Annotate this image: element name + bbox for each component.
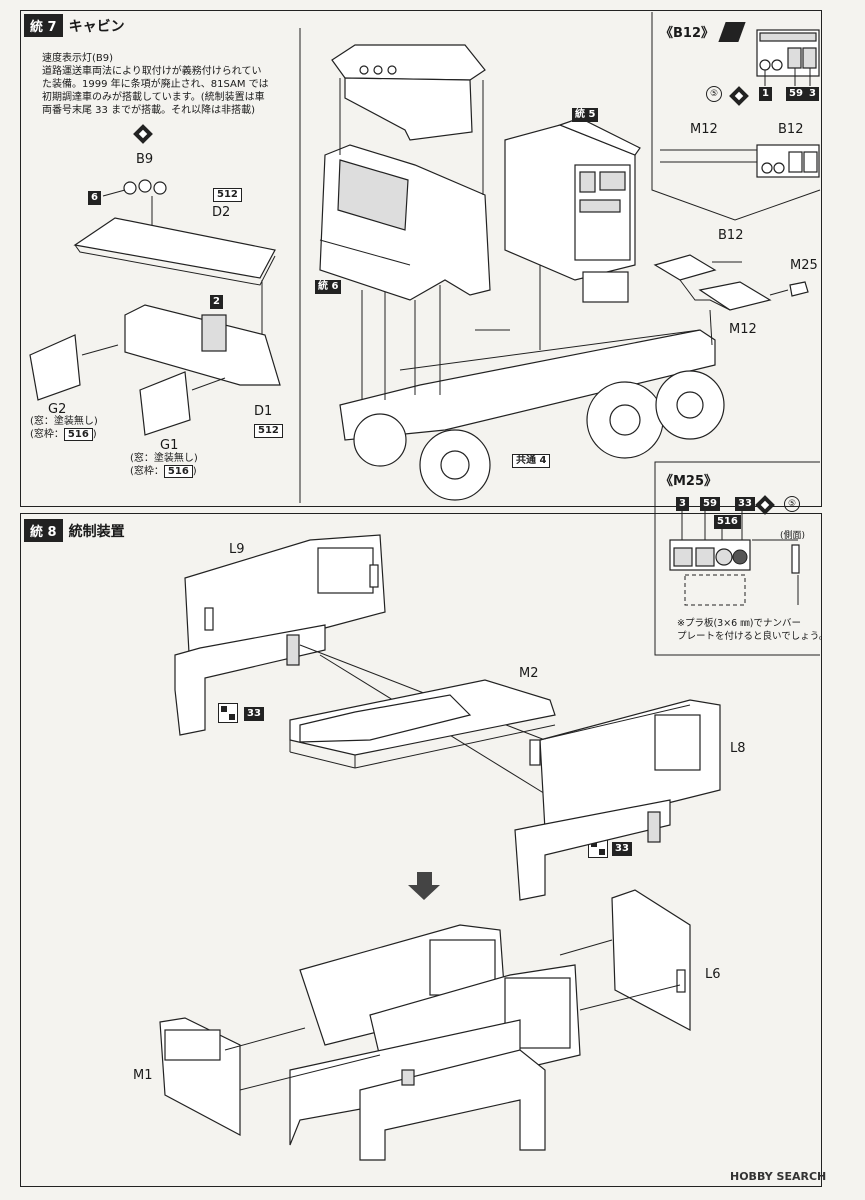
watermark-text: HOBBY SEARCH [730, 1170, 827, 1183]
watermark-logo: HOBBY SEARCH [730, 1170, 826, 1183]
part-m12-label: M12 [729, 322, 757, 337]
part-g2-label: G2 [48, 402, 67, 417]
m25-tag-33: 33 [735, 497, 755, 511]
part-b9-label: B9 [136, 152, 154, 167]
b12-b12-label: B12 [778, 122, 804, 137]
ref-step5: 統 5 [572, 108, 599, 122]
b12-circle-5: ⑤ [706, 86, 722, 102]
m25-note: ※プラ板(3×6 ㎜)でナンバー プレートを付けると良いでしょう。 [677, 617, 828, 643]
g1-frame-num: 516 [163, 465, 193, 478]
step7-header: 統 7 キャビン [24, 14, 125, 37]
m25-note-line-1: ※プラ板(3×6 ㎜)でナンバー [677, 618, 801, 629]
part-l8-label: L8 [730, 741, 746, 756]
b12-tag-1: 1 [759, 87, 772, 101]
m25-tag-3: 3 [676, 497, 689, 511]
g2-frame-num: 516 [63, 428, 93, 441]
g2-frame-close: ) [92, 429, 97, 440]
paint-icon [218, 703, 238, 723]
b12-tag-3: 3 [806, 87, 819, 101]
part-l6-label: L6 [705, 967, 721, 982]
g2-window-note: (窓：塗装無し) [30, 416, 98, 427]
paint33-b-tag: 33 [612, 842, 632, 856]
part-m25-label: M25 [790, 258, 818, 273]
g1-frame-note: (窓枠： [130, 466, 164, 477]
paint33-a-tag: 33 [244, 707, 264, 721]
part-g1-label: G1 [160, 438, 179, 453]
m25-tag-516: 516 [714, 515, 741, 529]
part-m1-label: M1 [133, 1068, 153, 1083]
part-d1-label: D1 [254, 404, 273, 419]
b9-note-title: 速度表示灯(B9) [42, 53, 114, 64]
b9-note: 速度表示灯(B9) 道路運送車両法により取付けが義務付けられてい た装備。199… [42, 52, 282, 117]
g2-note: (窓：塗装無し) (窓枠：516) [30, 415, 98, 441]
b9-note-line-2: た装備。1999 年に条項が廃止され、81SAM では [42, 79, 269, 90]
b12-box-title: 《B12》 [660, 26, 714, 41]
label-512-bottom: 512 [254, 424, 283, 438]
m25-side-label: (側面) [780, 531, 806, 541]
g1-window-note: (窓：塗装無し) [130, 453, 198, 464]
label-512-top: 512 [213, 188, 242, 202]
step8-number: 統 8 [24, 519, 63, 542]
decal-2-tag: 2 [210, 295, 223, 309]
part-l9-label: L9 [229, 542, 245, 557]
ref-step6: 統 6 [315, 280, 342, 294]
m25-tag-59: 59 [700, 497, 720, 511]
b12-tag-59: 59 [786, 87, 806, 101]
step8-header: 統 8 統制装置 [24, 519, 125, 542]
m25-note-line-2: プレートを付けると良いでしょう。 [677, 631, 829, 642]
step7-title: キャビン [68, 18, 125, 35]
part-d2-label: D2 [212, 205, 231, 220]
part-b12-label: B12 [718, 228, 744, 243]
step7-frame [20, 10, 822, 507]
g2-frame-note: (窓枠： [30, 429, 64, 440]
step8-frame [20, 513, 822, 1187]
g1-note: (窓：塗装無し) (窓枠：516) [130, 452, 198, 478]
b9-note-line-1: 道路運送車両法により取付けが義務付けられてい [42, 66, 262, 77]
ref-common4: 共通 4 [512, 454, 551, 468]
step7-number: 統 7 [24, 14, 63, 37]
paint33-a-icon [218, 703, 238, 727]
decal-6-tag: 6 [88, 191, 101, 205]
b9-note-line-4: 両番号末尾 33 までが搭載。それ以降は非搭載) [42, 105, 255, 116]
m25-box-title: 《M25》 [660, 474, 718, 489]
part-m2-label: M2 [519, 666, 539, 681]
m25-circle-5: ⑤ [784, 496, 800, 512]
b12-m12-label: M12 [690, 122, 718, 137]
b9-note-line-3: 初期調達車のみが搭載しています。(統制装置は車 [42, 92, 265, 103]
step8-title: 統制装置 [68, 523, 125, 540]
g1-frame-close: ) [192, 466, 197, 477]
